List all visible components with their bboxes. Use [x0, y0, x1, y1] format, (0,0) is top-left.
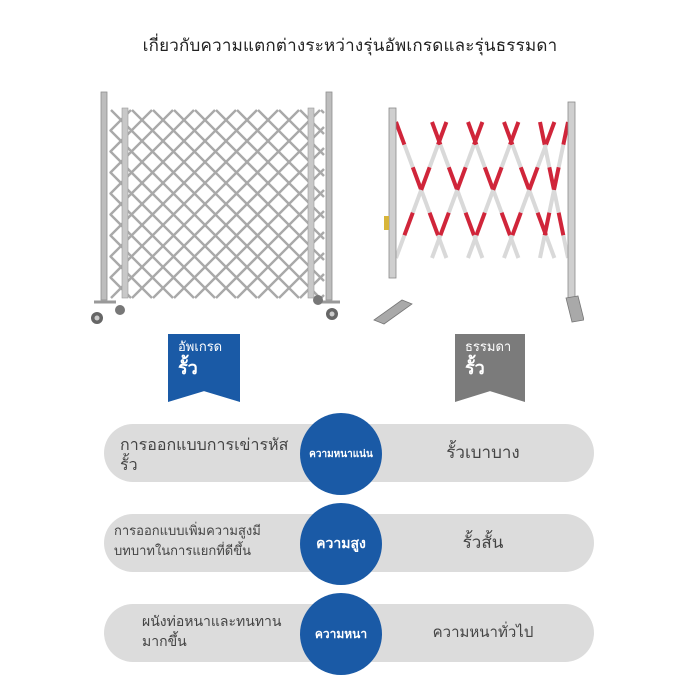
standard-badge: ธรรมดา รั้ว	[455, 334, 525, 402]
feature-density-circle: ความหนาแน่น	[300, 413, 382, 495]
standard-density-text: รั้วเบาบาง	[446, 442, 520, 463]
upgrade-density-text: การออกแบบการเข่ารหัสรั้ว	[120, 435, 289, 474]
upgrade-height-text: การออกแบบเพิ่มความสูงมีบทบาทในการแยกที่ด…	[114, 524, 261, 559]
standard-thickness-text: ความหนาทั่วไป	[432, 623, 534, 641]
upgrade-thickness-text: ผนังท่อหนาและทนทานมากขึ้น	[142, 614, 282, 650]
upgrade-barrier-image	[91, 91, 340, 324]
standard-badge-sub: รั้ว	[465, 358, 485, 379]
standard-barrier-image	[373, 101, 584, 325]
feature-thickness-circle: ความหนา	[300, 593, 382, 675]
feature-height-circle: ความสูง	[300, 503, 382, 585]
upgrade-badge: อัพเกรด รั้ว	[168, 334, 240, 402]
upgrade-badge-sub: รั้ว	[178, 358, 198, 379]
standard-badge-label: ธรรมดา	[465, 340, 512, 355]
upgrade-badge-label: อัพเกรด	[178, 340, 223, 355]
standard-height-text: รั้วสั้น	[462, 532, 504, 553]
page-title: เกี่ยวกับความแตกต่างระหว่างรุ่นอัพเกรดแล…	[142, 36, 558, 56]
